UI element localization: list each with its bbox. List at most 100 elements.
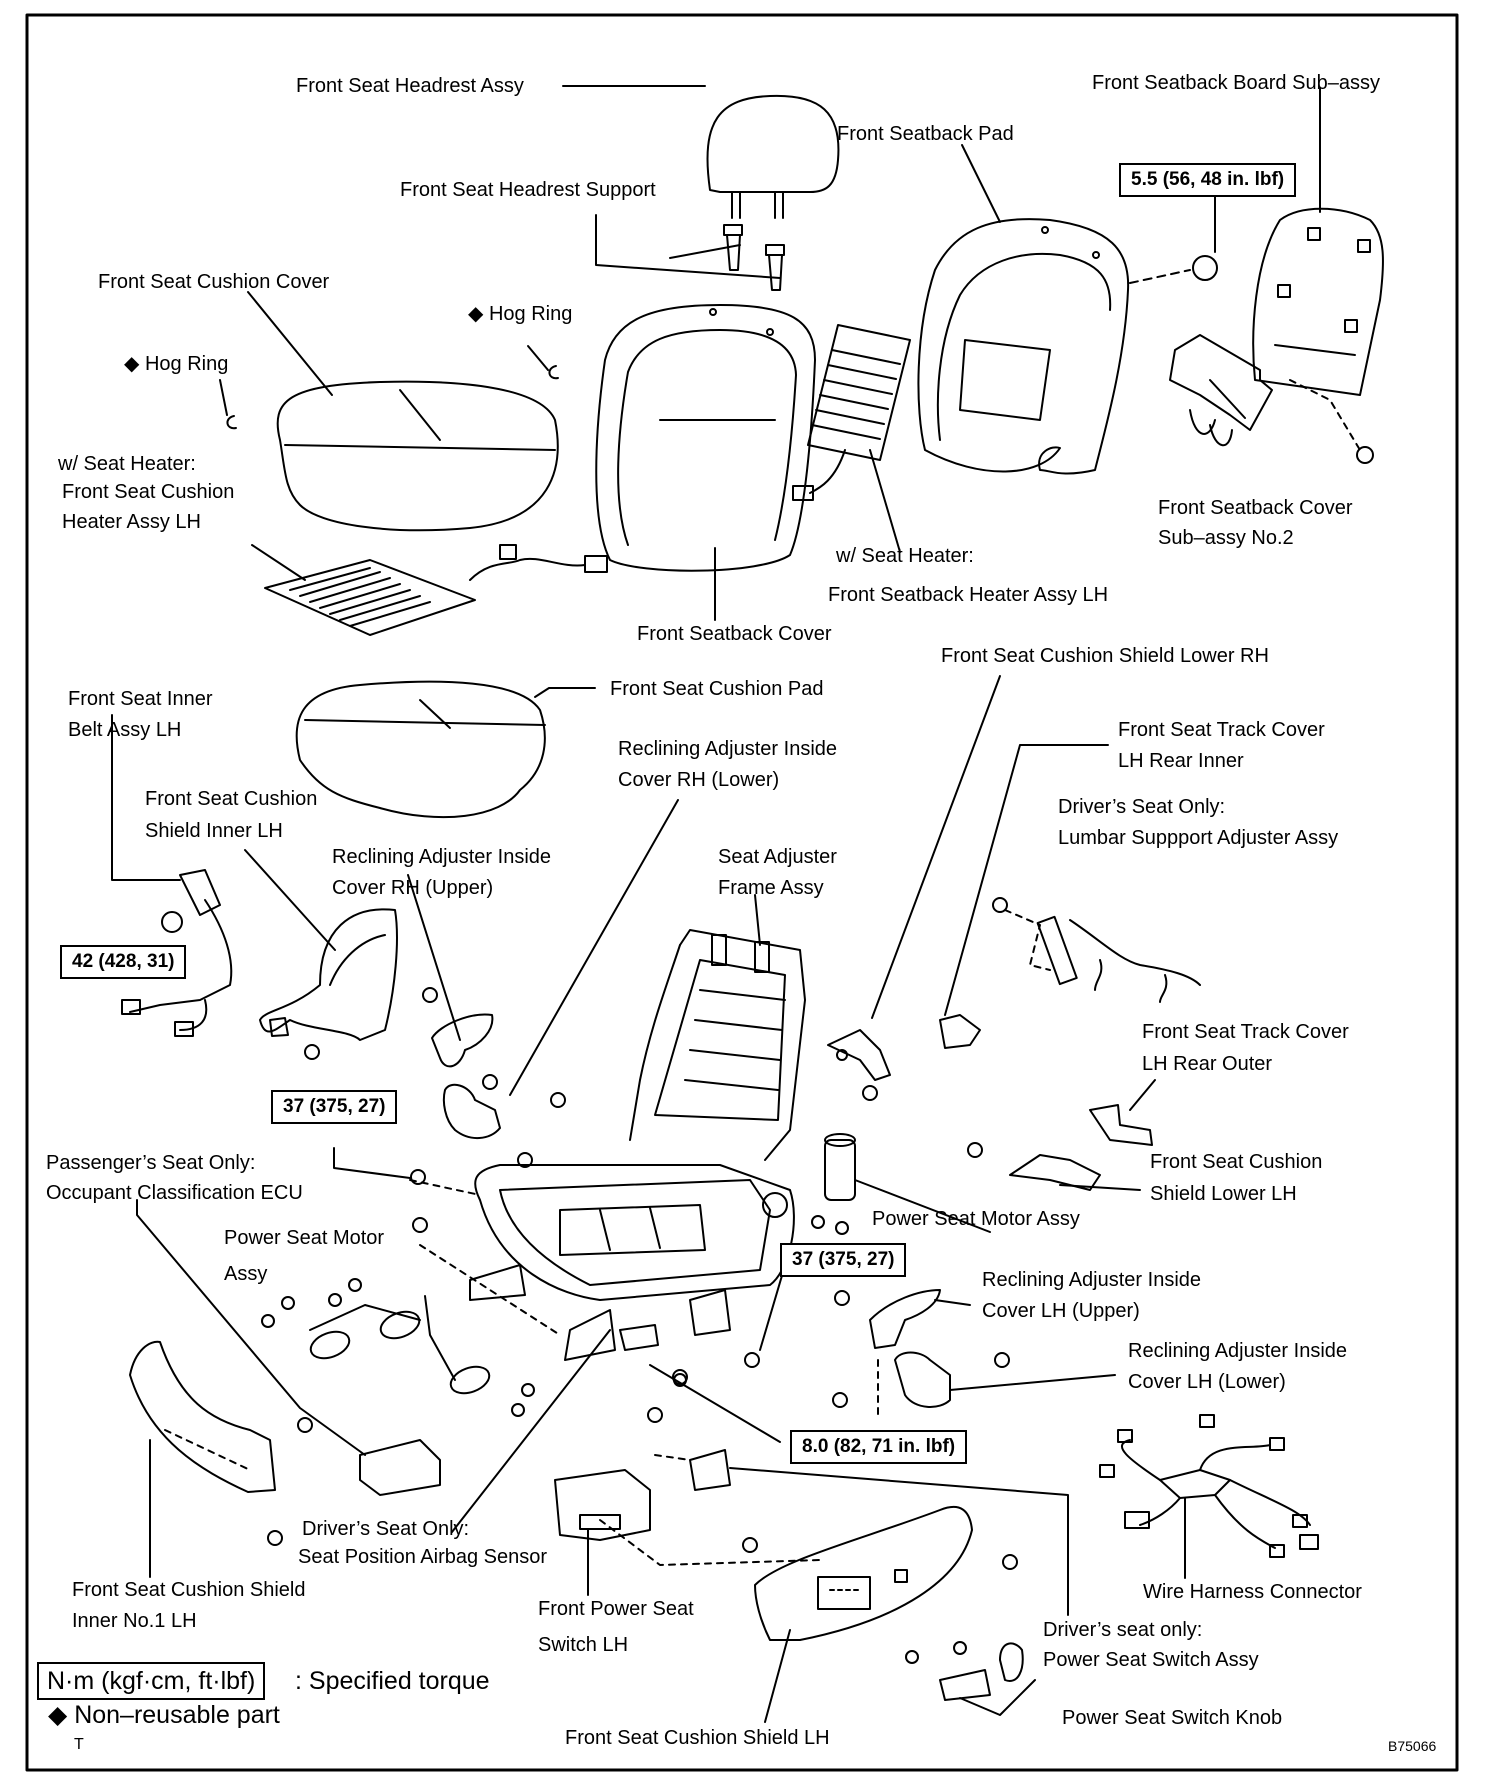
wire-harness-drawing <box>1099 1414 1319 1558</box>
torque-frame-right: 37 (375, 27) <box>780 1243 907 1277</box>
seatback-cover-no2-drawing <box>1169 334 1273 447</box>
nonreusable-icon: ◆ <box>124 353 140 375</box>
label-cushion-shield-lower-rh: Front Seat Cushion Shield Lower RH <box>941 645 1269 667</box>
label-seatback-cover-no2-line2: Sub–assy No.2 <box>1158 527 1294 549</box>
shield-lower-lh-drawing <box>1009 1154 1101 1191</box>
label-recline-rh-lower-line1: Reclining Adjuster Inside <box>618 738 838 760</box>
hog-ring-left <box>226 415 237 430</box>
label-shield-inner-no1-line1: Front Seat Cushion Shield <box>72 1579 306 1601</box>
figure-border <box>25 13 1459 1772</box>
headrest-supports-drawing <box>723 224 785 291</box>
recline-lh-lower-drawing <box>894 1351 951 1408</box>
label-lumbar-line1: Driver’s Seat Only: <box>1058 796 1226 818</box>
label-track-cover-rear-outer-line1: Front Seat Track Cover <box>1142 1021 1349 1043</box>
label-seatback-cover: Front Seatback Cover <box>637 623 832 645</box>
nonreusable-icon: ◆ <box>48 1701 68 1729</box>
power-seat-motor-right-drawing <box>824 1133 856 1201</box>
track-cover-rear-inner-drawing <box>939 1014 981 1049</box>
label-frame-line1: Seat Adjuster <box>718 846 837 868</box>
label-wire-harness: Wire Harness Connector <box>1143 1581 1362 1603</box>
label-recline-rh-lower-line2: Cover RH (Lower) <box>618 769 780 791</box>
label-power-switch-line1: Front Power Seat <box>538 1598 694 1620</box>
label-motor-left-line2: Assy <box>224 1263 268 1285</box>
label-shield-inner-line1: Front Seat Cushion <box>145 788 318 810</box>
torque-seatback-board: 5.5 (56, 48 in. lbf) <box>1119 163 1297 197</box>
label-inner-belt-line2: Belt Assy LH <box>68 719 182 741</box>
label-frame-line2: Frame Assy <box>718 877 824 899</box>
label-recline-lh-upper-line1: Reclining Adjuster Inside <box>982 1269 1202 1291</box>
label-hog-ring-right: ◆ Hog Ring <box>468 303 573 325</box>
legend-nonreusable: ◆ Non–reusable part <box>48 1701 280 1729</box>
label-seatback-pad: Front Seatback Pad <box>837 123 1014 145</box>
label-cushion-heater-line1: w/ Seat Heater: <box>58 453 196 475</box>
legend-torque-box: N·m (kgf·cm, ft·lbf) <box>37 1662 266 1700</box>
switch-knob-drawing <box>939 1642 1024 1701</box>
label-motor-right: Power Seat Motor Assy <box>872 1208 1080 1230</box>
label-headrest-support: Front Seat Headrest Support <box>400 179 656 201</box>
label-cushion-heater-line2: Front Seat Cushion <box>62 481 235 503</box>
seat-adjuster-frame-drawing <box>469 929 806 1361</box>
label-shield-inner-no1-line2: Inner No.1 LH <box>72 1610 197 1632</box>
figure-id: B75066 <box>1388 1738 1437 1754</box>
torque-belt: 42 (428, 31) <box>60 945 187 979</box>
inner-belt-drawing <box>121 869 233 1037</box>
cushion-shield-lh-drawing <box>754 1505 973 1641</box>
label-airbag-sensor-line1: Driver’s Seat Only: <box>302 1518 470 1540</box>
shield-inner-no1-drawing <box>129 1340 276 1493</box>
label-seatback-cover-no2-line1: Front Seatback Cover <box>1158 497 1353 519</box>
label-track-cover-rear-outer-line2: LH Rear Outer <box>1142 1053 1273 1075</box>
nonreusable-icon: ◆ <box>468 303 484 325</box>
label-inner-belt-line1: Front Seat Inner <box>68 688 213 710</box>
shield-lower-rh-drawing <box>827 1029 891 1081</box>
occupant-ecu-drawing <box>359 1439 441 1496</box>
lumbar-adjuster-drawing <box>1036 915 1201 1003</box>
label-cushion-cover: Front Seat Cushion Cover <box>98 271 330 293</box>
torque-airbag: 8.0 (82, 71 in. lbf) <box>790 1430 968 1464</box>
headrest-drawing <box>706 94 840 219</box>
switch-assy-drawing <box>689 1449 731 1491</box>
leader-lines <box>111 85 1321 1723</box>
label-ecu-line2: Occupant Classification ECU <box>46 1182 303 1204</box>
legend-torque-text: : Specified torque <box>295 1667 490 1695</box>
recline-lh-upper-drawing <box>869 1289 941 1349</box>
label-track-cover-rear-inner-line2: LH Rear Inner <box>1118 750 1244 772</box>
label-lumbar-line2: Lumbar Suppport Adjuster Assy <box>1058 827 1339 849</box>
power-seat-motor-left-drawing <box>309 1304 491 1395</box>
power-switch-drawing <box>554 1469 651 1541</box>
seatback-board-drawing <box>1252 207 1384 396</box>
label-shield-lower-lh-line1: Front Seat Cushion <box>1150 1151 1323 1173</box>
recline-rh-lower-drawing <box>442 1083 501 1139</box>
seatback-pad-drawing <box>917 218 1130 475</box>
label-switch-assy-line1: Driver’s seat only: <box>1043 1619 1203 1641</box>
track-cover-rear-outer-drawing <box>1089 1104 1153 1146</box>
cushion-pad-drawing <box>295 680 546 819</box>
label-track-cover-rear-inner-line1: Front Seat Track Cover <box>1118 719 1325 741</box>
hog-ring-right <box>548 365 559 380</box>
legend-mark-t: T <box>74 1736 84 1753</box>
label-recline-rh-upper-line2: Cover RH (Upper) <box>332 877 494 899</box>
airbag-sensor-drawing <box>619 1324 659 1351</box>
cushion-cover-drawing <box>276 380 559 532</box>
shield-inner-drawing <box>259 908 398 1041</box>
label-power-switch-line2: Switch LH <box>538 1634 629 1656</box>
label-airbag-sensor-line2: Seat Position Airbag Sensor <box>298 1546 548 1568</box>
seatback-cover-drawing <box>595 304 816 572</box>
label-cushion-heater-line3: Heater Assy LH <box>62 511 201 533</box>
label-ecu-line1: Passenger’s Seat Only: <box>46 1152 256 1174</box>
seatback-nut <box>1192 255 1218 281</box>
label-hog-ring-left: ◆ Hog Ring <box>124 353 229 375</box>
label-shield-lh: Front Seat Cushion Shield LH <box>565 1727 830 1749</box>
cushion-heater-drawing <box>264 544 608 636</box>
label-recline-lh-lower-line2: Cover LH (Lower) <box>1128 1371 1286 1393</box>
label-seatback-heater-line2: Front Seatback Heater Assy LH <box>828 584 1109 606</box>
label-shield-lower-lh-line2: Shield Lower LH <box>1150 1183 1297 1205</box>
label-headrest-assy: Front Seat Headrest Assy <box>296 75 524 97</box>
label-switch-assy-line2: Power Seat Switch Assy <box>1043 1649 1259 1671</box>
label-recline-lh-upper-line2: Cover LH (Upper) <box>982 1300 1140 1322</box>
recline-rh-upper-drawing <box>431 1013 494 1068</box>
label-seatback-heater-line1: w/ Seat Heater: <box>836 545 974 567</box>
label-switch-knob: Power Seat Switch Knob <box>1062 1707 1283 1729</box>
label-shield-inner-line2: Shield Inner LH <box>145 820 283 842</box>
label-recline-lh-lower-line1: Reclining Adjuster Inside <box>1128 1340 1348 1362</box>
